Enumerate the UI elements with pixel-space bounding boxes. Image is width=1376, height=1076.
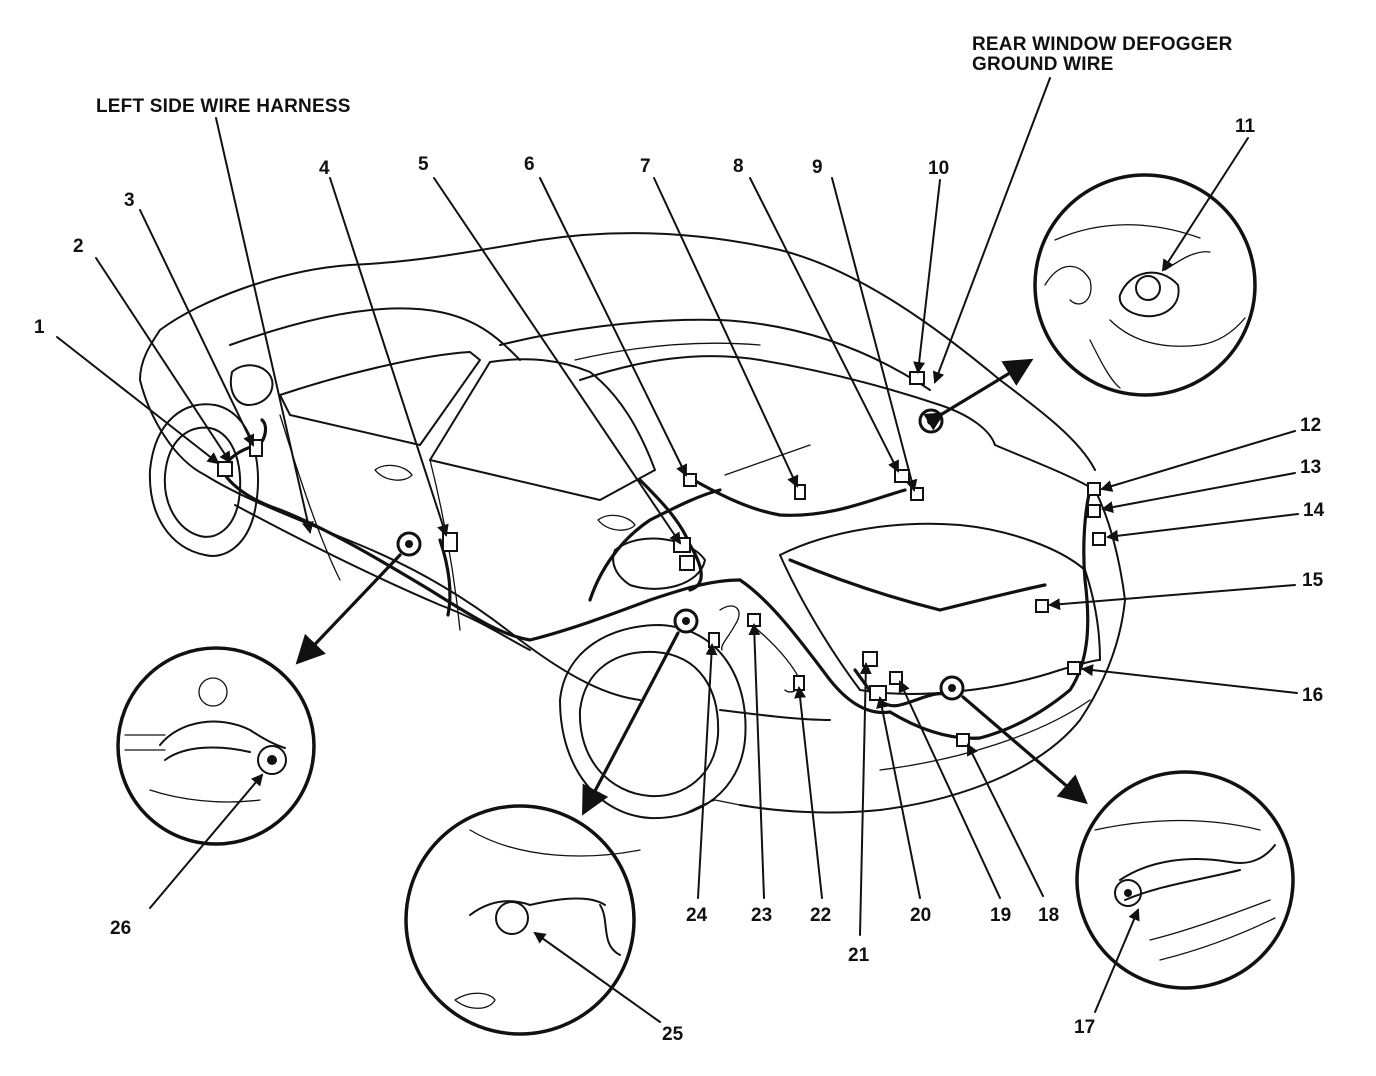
- callout-5: 5: [418, 154, 429, 175]
- callout-18: 18: [1038, 905, 1059, 926]
- callout-3: 3: [124, 190, 135, 211]
- ground-point-26: [396, 531, 422, 557]
- callout-4: 4: [319, 158, 330, 179]
- callout-26: 26: [110, 918, 131, 939]
- leader-lines: [56, 77, 1299, 1023]
- callout-17: 17: [1074, 1017, 1095, 1038]
- callout-14: 14: [1303, 500, 1325, 521]
- callout-25: 25: [662, 1024, 684, 1045]
- connector-5a: [673, 537, 691, 553]
- connector-16: [1067, 661, 1081, 675]
- rear-window-defogger-label: REAR WINDOW DEFOGGER: [972, 34, 1233, 55]
- ground-point-17: [939, 675, 965, 701]
- car-body-outline: [139, 232, 1126, 820]
- callout-13: 13: [1300, 457, 1321, 478]
- callout-19: 19: [990, 905, 1011, 926]
- connector-10: [909, 371, 925, 385]
- inset-ground-17: [1075, 770, 1295, 990]
- callout-6: 6: [524, 154, 535, 175]
- callout-21: 21: [848, 945, 870, 966]
- callout-24: 24: [686, 905, 708, 926]
- connector-12: [1087, 482, 1101, 496]
- callout-22: 22: [810, 905, 831, 926]
- inset-ground-26: [116, 646, 316, 846]
- connector-14: [1092, 532, 1106, 546]
- connector-8: [894, 469, 910, 483]
- connector-15: [1035, 599, 1049, 613]
- heading-labels: LEFT SIDE WIRE HARNESS REAR WINDOW DEFOG…: [96, 34, 1233, 117]
- callout-8: 8: [733, 156, 744, 177]
- inset-arrows: [295, 358, 1088, 816]
- connector-18: [956, 733, 970, 747]
- connector-24: [708, 632, 720, 648]
- ground-wire-label: GROUND WIRE: [972, 54, 1114, 75]
- callout-numbers: 1 2 3 4 5 6 7 8 9 10 11 12 13 14 15 16 1…: [34, 116, 1325, 1045]
- callout-12: 12: [1300, 415, 1321, 436]
- connector-1: [217, 461, 233, 477]
- callout-23: 23: [751, 905, 772, 926]
- callout-16: 16: [1302, 685, 1323, 706]
- connector-20: [869, 685, 887, 701]
- callout-10: 10: [928, 158, 949, 179]
- ground-point-11: [918, 408, 944, 434]
- connector-9: [910, 487, 924, 501]
- connector-6: [683, 473, 697, 487]
- callout-7: 7: [640, 156, 651, 177]
- connector-4: [442, 532, 458, 552]
- inset-ground-11: [1033, 173, 1257, 397]
- callout-11: 11: [1235, 116, 1256, 137]
- callout-9: 9: [812, 157, 823, 178]
- callout-20: 20: [910, 905, 931, 926]
- connector-13: [1087, 504, 1101, 518]
- connector-7: [794, 484, 806, 500]
- callout-15: 15: [1302, 570, 1324, 591]
- callout-1: 1: [34, 317, 45, 338]
- left-side-wire-harness-label: LEFT SIDE WIRE HARNESS: [96, 96, 351, 117]
- connector-5b: [679, 555, 695, 571]
- inset-ground-25: [404, 804, 641, 1036]
- ground-point-25: [673, 608, 699, 634]
- callout-2: 2: [73, 236, 84, 257]
